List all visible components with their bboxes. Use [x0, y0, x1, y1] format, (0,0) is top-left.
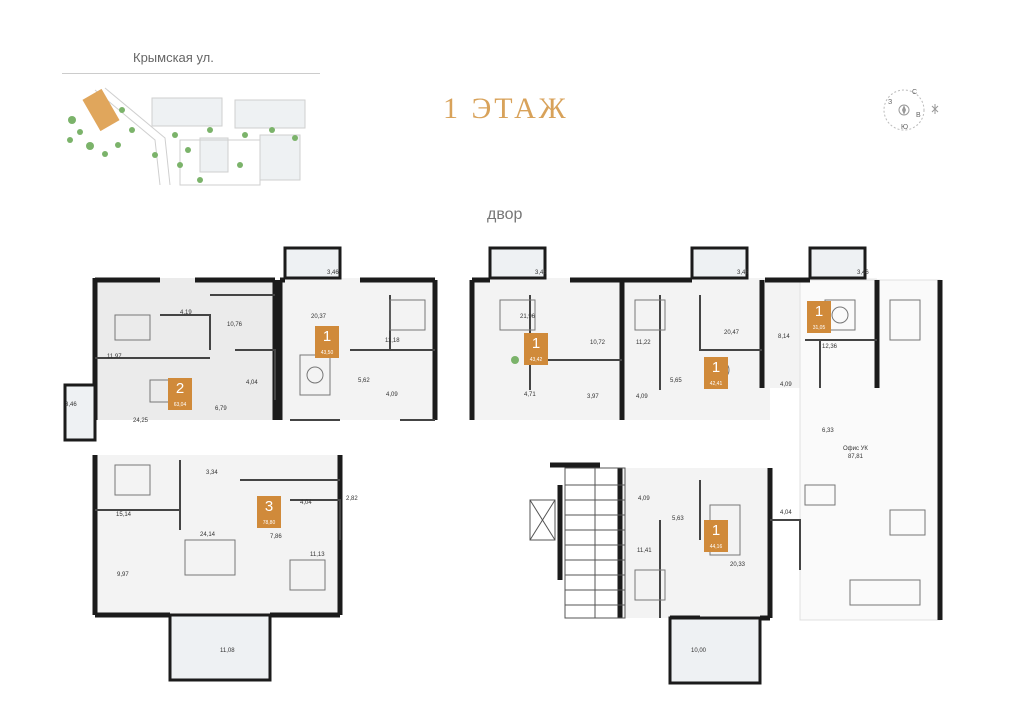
balcony-area: 3,46 — [737, 270, 749, 276]
balcony-area: 3,46 — [65, 402, 77, 408]
unit-area: 63,04 — [173, 402, 187, 408]
room-area: 20,47 — [724, 330, 740, 336]
room-area: 11,18 — [385, 338, 400, 344]
compass-rose-icon: С З В Ю — [883, 89, 939, 131]
room-area: 10,72 — [590, 340, 606, 346]
room-area: 4,09 — [638, 496, 650, 502]
unit-area: 43,50 — [320, 350, 334, 356]
floor-plan — [63, 246, 943, 685]
unit-2room-fill — [95, 278, 275, 420]
unit-3room-fill — [95, 455, 340, 615]
unit-area: 31,05 — [812, 325, 826, 331]
compass-east: В — [916, 112, 921, 119]
unit-rooms: 1 — [322, 328, 332, 345]
balcony-7 — [668, 616, 762, 685]
room-area: 5,65 — [670, 378, 682, 384]
room-area: 12,36 — [822, 344, 838, 350]
room-area: 4,19 — [180, 310, 192, 316]
room-area: 4,04 — [246, 380, 258, 386]
room-area: 24,25 — [133, 418, 149, 424]
balcony-area: 3,46 — [327, 270, 339, 276]
room-area: 4,04 — [300, 500, 312, 506]
balcony-5 — [63, 383, 97, 442]
unit-1room-e-fill — [620, 468, 770, 618]
compass-south: Ю — [901, 124, 908, 131]
unit-rooms: 2 — [175, 380, 185, 397]
balcony-3 — [690, 246, 749, 280]
balcony-area: 10,00 — [691, 648, 707, 654]
unit-area: 78,80 — [262, 520, 276, 526]
floor-title: 1 ЭТАЖ — [443, 92, 569, 125]
office-area: 87,81 — [847, 454, 863, 460]
office-label: Офис УК 87,81 — [843, 445, 868, 461]
balcony-area: 3,46 — [857, 270, 869, 276]
balcony-4 — [808, 246, 867, 280]
balcony-area: 3,46 — [535, 270, 547, 276]
room-area: 5,63 — [672, 516, 684, 522]
room-area: 4,09 — [780, 382, 792, 388]
room-area: 20,33 — [730, 562, 746, 568]
room-area: 4,04 — [780, 510, 792, 516]
unit-area: 43,42 — [529, 357, 543, 363]
room-area: 4,71 — [524, 392, 536, 398]
room-area: 9,97 — [117, 572, 129, 578]
room-area: 3,97 — [587, 394, 599, 400]
room-area: 2,82 — [346, 496, 358, 502]
unit-rooms: 1 — [531, 335, 541, 352]
unit-rooms: 3 — [264, 498, 274, 515]
room-area: 4,09 — [386, 392, 398, 398]
room-area: 3,34 — [206, 470, 218, 476]
street-divider — [62, 73, 320, 74]
room-area: 4,09 — [636, 394, 648, 400]
room-area: 6,33 — [822, 428, 834, 434]
room-area: 11,97 — [107, 354, 122, 360]
unit-rooms: 1 — [711, 359, 721, 376]
balcony-area: 11,08 — [220, 648, 235, 654]
office-fill — [799, 279, 941, 621]
compass-north: С — [912, 89, 917, 96]
compass-west: З — [888, 99, 892, 106]
balcony-2 — [488, 246, 547, 280]
room-area: 15,14 — [116, 512, 132, 518]
stairwell — [529, 467, 626, 619]
room-area: 24,14 — [200, 532, 216, 538]
unit-area: 42,41 — [709, 381, 723, 387]
balcony-6 — [168, 613, 272, 682]
unit-rooms: 1 — [814, 303, 824, 320]
room-area: 11,22 — [636, 340, 651, 346]
balcony-1 — [283, 246, 342, 280]
room-area: 10,76 — [227, 322, 243, 328]
unit-rooms: 1 — [711, 522, 721, 539]
room-area: 6,79 — [215, 406, 227, 412]
street-label: Крымская ул. — [133, 50, 214, 65]
site-plan-map — [67, 87, 306, 186]
plant-icon — [511, 356, 519, 364]
room-area: 5,62 — [358, 378, 370, 384]
room-area: 21,96 — [520, 314, 536, 320]
unit-area: 44,16 — [709, 544, 723, 550]
room-area: 11,13 — [310, 552, 325, 558]
room-area: 7,86 — [270, 534, 282, 540]
room-area: 11,41 — [637, 548, 652, 554]
room-area: 8,14 — [778, 334, 790, 340]
courtyard-label: двор — [487, 206, 523, 223]
room-area: 20,37 — [311, 314, 327, 320]
office-name: Офис УК — [843, 446, 868, 452]
